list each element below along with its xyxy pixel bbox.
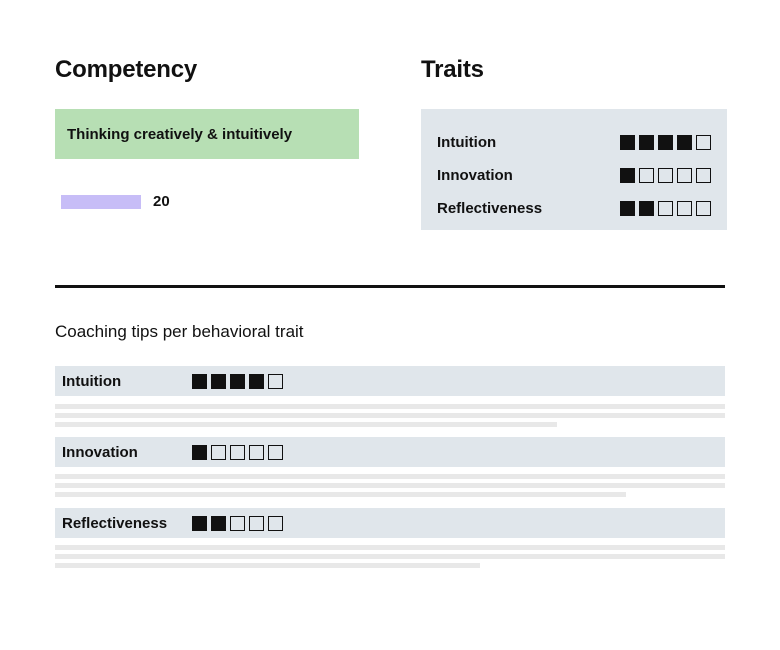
- competency-item: Thinking creatively & intuitively: [55, 109, 359, 159]
- rating-square-empty: [677, 168, 692, 183]
- trait-row-reflectiveness: Reflectiveness: [437, 192, 711, 225]
- tip-text-placeholder: [55, 404, 725, 409]
- rating-square-empty: [658, 201, 673, 216]
- rating-square-filled: [677, 135, 692, 150]
- trait-rating: [620, 168, 711, 183]
- coaching-tip-rating: [192, 444, 283, 460]
- competency-score: 20: [61, 193, 170, 210]
- tip-text-placeholder: [55, 474, 725, 479]
- coaching-tip-label: Reflectiveness: [62, 514, 168, 532]
- coaching-tip-header-innovation: Innovation: [55, 437, 725, 467]
- traits-panel: Intuition Innovation Reflectiveness: [421, 109, 727, 230]
- trait-rating: [620, 135, 711, 150]
- coaching-tip-rating: [192, 515, 283, 531]
- tip-text-placeholder: [55, 413, 725, 418]
- section-divider: [55, 285, 725, 288]
- rating-square-empty: [211, 444, 226, 460]
- rating-square-empty: [639, 168, 654, 183]
- rating-square-empty: [249, 515, 264, 531]
- rating-square-filled: [620, 168, 635, 183]
- rating-square-filled: [192, 515, 207, 531]
- rating-square-filled: [620, 201, 635, 216]
- coaching-tip-label: Intuition: [62, 372, 122, 390]
- tip-text-placeholder: [55, 483, 725, 488]
- competency-item-label: Thinking creatively & intuitively: [67, 125, 293, 143]
- tip-text-placeholder: [55, 492, 626, 497]
- rating-square-empty: [268, 515, 283, 531]
- coaching-tip-label: Innovation: [62, 443, 138, 461]
- coaching-heading: Coaching tips per behavioral trait: [55, 322, 304, 341]
- trait-rating: [620, 201, 711, 216]
- rating-square-filled: [192, 373, 207, 389]
- rating-square-filled: [192, 444, 207, 460]
- coaching-tip-header-reflectiveness: Reflectiveness: [55, 508, 725, 538]
- tip-text-placeholder: [55, 545, 725, 550]
- rating-square-empty: [230, 515, 245, 531]
- trait-label: Innovation: [437, 167, 513, 184]
- trait-label: Intuition: [437, 134, 497, 151]
- tip-text-placeholder: [55, 554, 725, 559]
- rating-square-filled: [639, 201, 654, 216]
- rating-square-empty: [696, 135, 711, 150]
- rating-square-filled: [620, 135, 635, 150]
- rating-square-empty: [677, 201, 692, 216]
- rating-square-empty: [230, 444, 245, 460]
- tip-text-placeholder: [55, 563, 480, 568]
- rating-square-filled: [658, 135, 673, 150]
- tip-text-placeholder: [55, 422, 557, 427]
- rating-square-filled: [211, 373, 226, 389]
- trait-row-innovation: Innovation: [437, 159, 711, 192]
- rating-square-empty: [268, 444, 283, 460]
- trait-row-intuition: Intuition: [437, 126, 711, 159]
- coaching-tip-rating: [192, 373, 283, 389]
- score-bar: [61, 194, 141, 209]
- rating-square-filled: [639, 135, 654, 150]
- rating-square-filled: [230, 373, 245, 389]
- trait-label: Reflectiveness: [437, 200, 543, 217]
- competency-title: Competency: [55, 56, 198, 83]
- rating-square-filled: [211, 515, 226, 531]
- rating-square-empty: [696, 168, 711, 183]
- rating-square-filled: [249, 373, 264, 389]
- rating-square-empty: [658, 168, 673, 183]
- rating-square-empty: [696, 201, 711, 216]
- rating-square-empty: [268, 373, 283, 389]
- coaching-tip-header-intuition: Intuition: [55, 366, 725, 396]
- rating-square-empty: [249, 444, 264, 460]
- traits-title: Traits: [421, 56, 484, 83]
- score-value: 20: [153, 193, 170, 210]
